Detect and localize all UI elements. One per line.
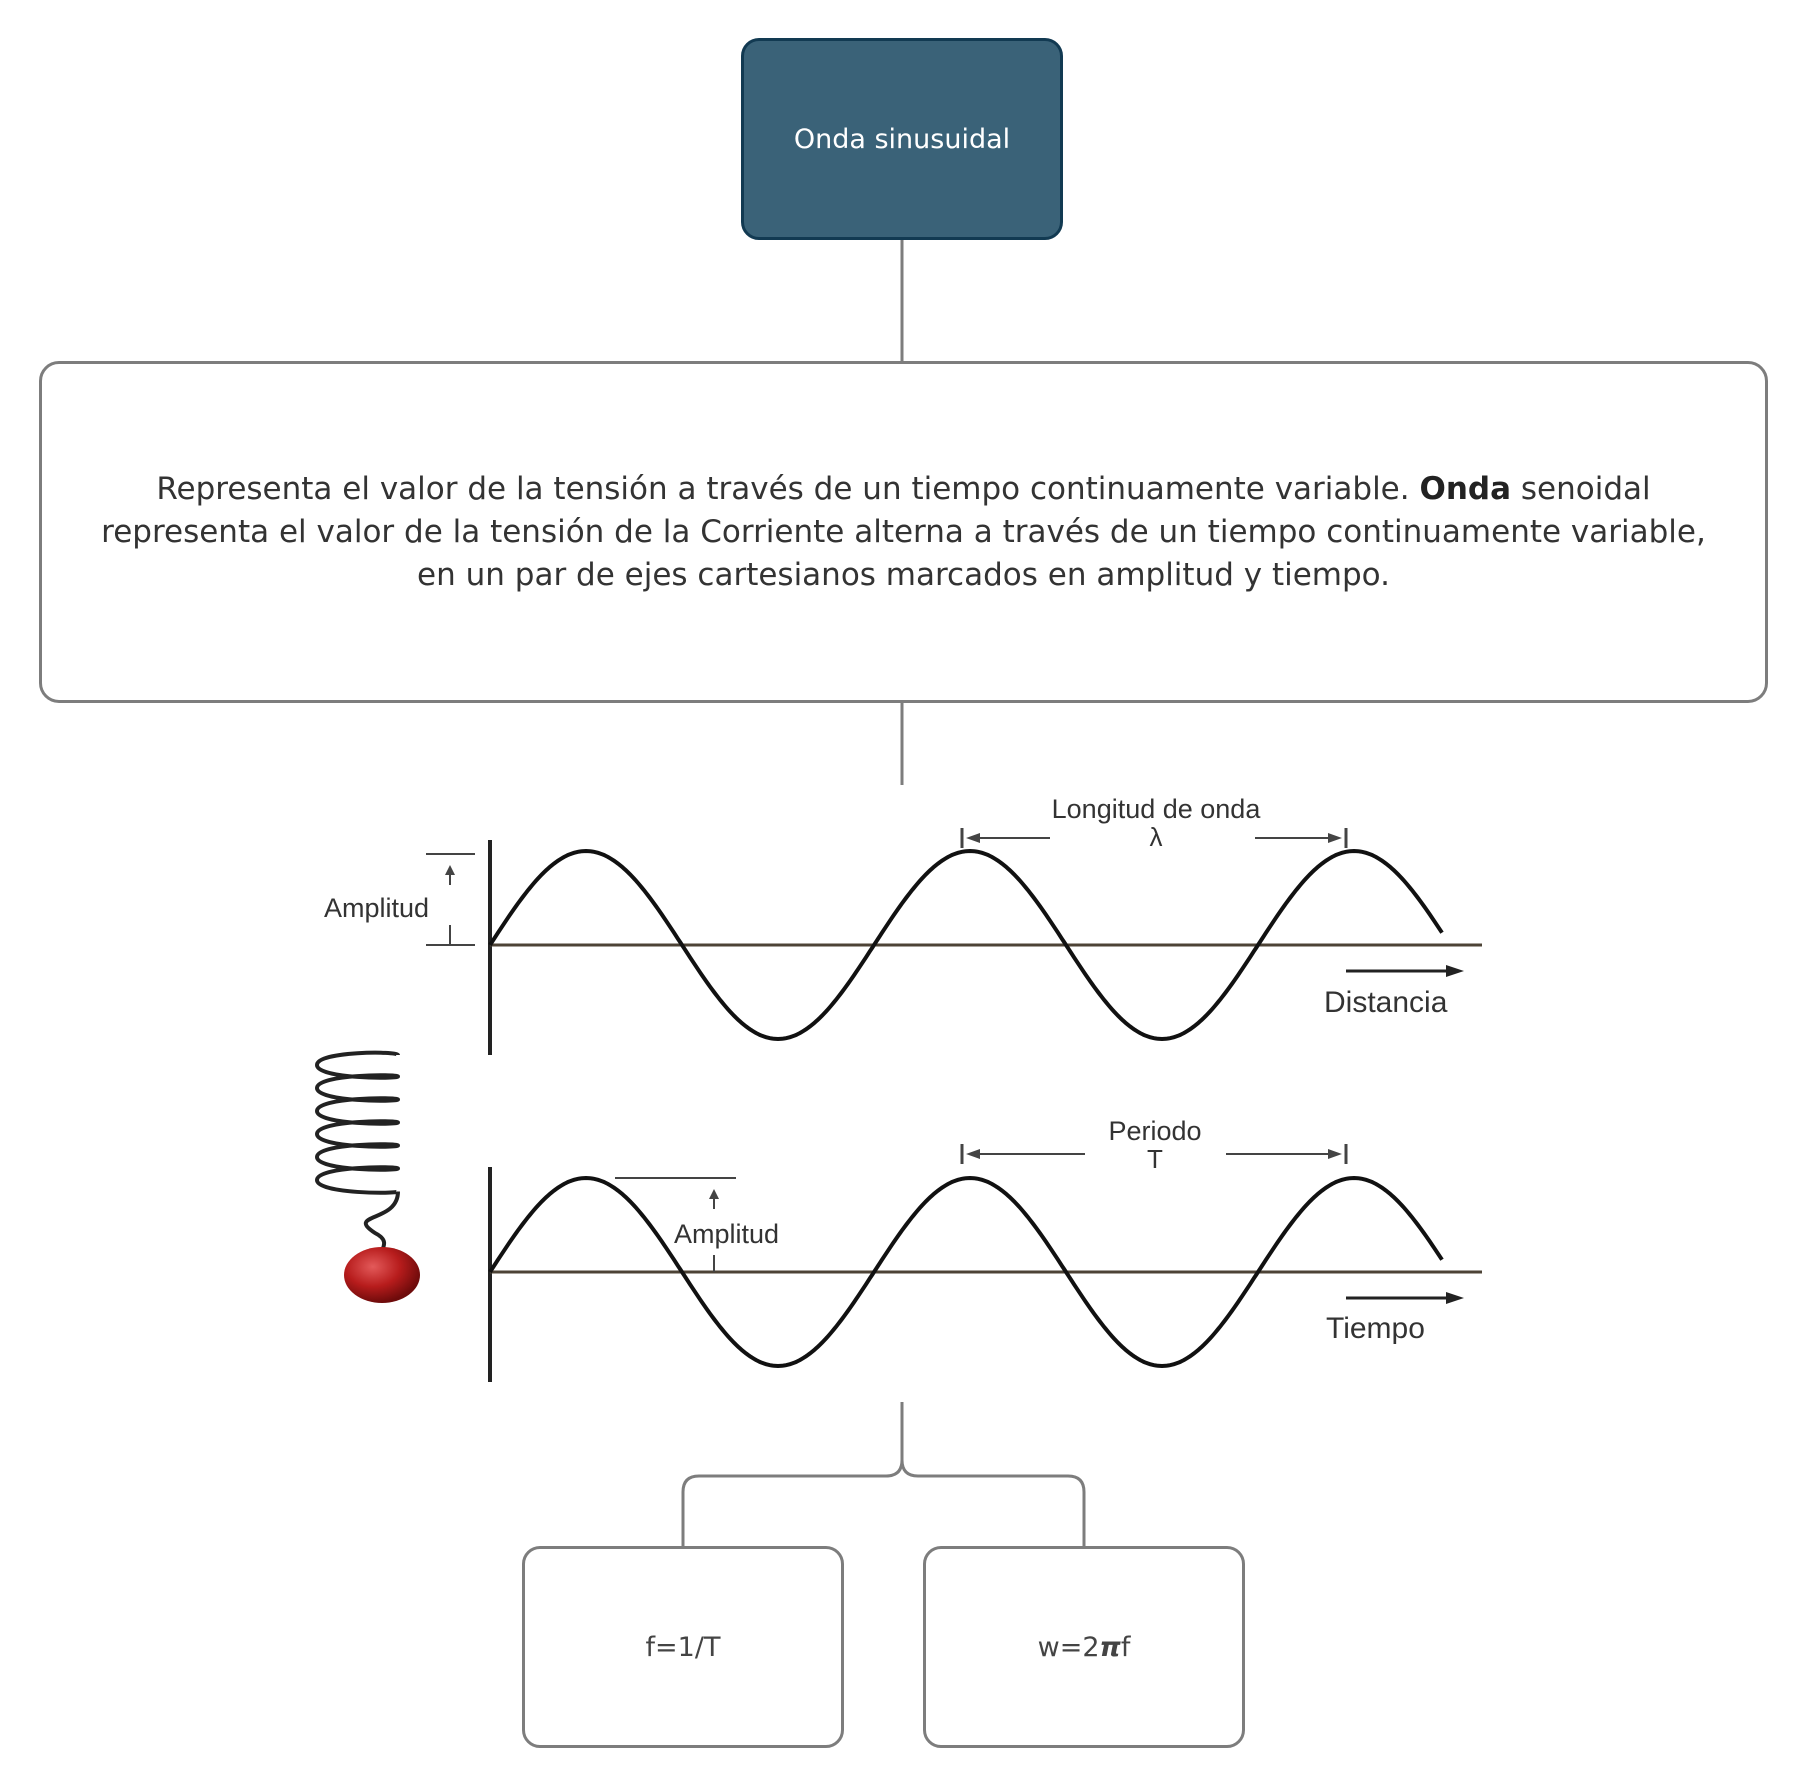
period-label: Periodo (1108, 1116, 1201, 1146)
description-node[interactable]: Representa el valor de la tensión a trav… (39, 361, 1768, 703)
pi-symbol: π (1099, 1631, 1121, 1663)
angular-formula-prefix: w=2 (1037, 1631, 1100, 1663)
root-node[interactable]: Onda sinusuidal (741, 38, 1063, 240)
connector-figure-to-leaves (681, 1402, 1086, 1546)
bottom-sine-wave (488, 1175, 1444, 1369)
frequency-formula-node[interactable]: f=1/T (522, 1546, 844, 1748)
angular-frequency-formula: w=2πf (1038, 1632, 1131, 1663)
distance-axis-label: Distancia (1324, 986, 1448, 1019)
time-axis-label: Tiempo (1326, 1312, 1425, 1345)
top-wave-panel: Amplitud Longitud de onda λ Distancia (324, 794, 1482, 1055)
wavelength-label: Longitud de onda (1052, 794, 1262, 824)
bottom-wave-panel: Amplitud Periodo T Tiempo (488, 1116, 1482, 1382)
description-bold-word: Onda (1419, 470, 1512, 507)
description-text-start: Representa el valor de la tensión a trav… (156, 470, 1420, 507)
top-amplitude-arrow-icon (445, 865, 455, 875)
period-symbol: T (1147, 1144, 1163, 1174)
time-arrow-icon (1446, 1292, 1464, 1304)
distance-arrow-icon (1446, 965, 1464, 977)
spring-coil (314, 1050, 401, 1263)
frequency-formula: f=1/T (645, 1631, 721, 1663)
description-text-end: senoidal representa el valor de la tensi… (101, 470, 1706, 593)
spring-ball-icon (314, 1050, 420, 1303)
wavelength-right-arrow-icon (1328, 833, 1342, 843)
wavelength-left-arrow-icon (966, 833, 980, 843)
red-ball (344, 1247, 420, 1303)
angular-frequency-formula-node[interactable]: w=2πf (923, 1546, 1245, 1748)
bottom-amplitude-arrow-icon (709, 1189, 719, 1199)
period-left-arrow-icon (966, 1149, 980, 1159)
top-sine-wave (488, 848, 1444, 1042)
bottom-amplitude-label: Amplitud (674, 1219, 779, 1249)
wavelength-symbol: λ (1150, 822, 1163, 852)
root-node-label: Onda sinusuidal (793, 123, 1011, 155)
top-amplitude-label: Amplitud (324, 893, 429, 923)
sine-wave-figure: Amplitud Longitud de onda λ Distancia (314, 794, 1482, 1382)
period-right-arrow-icon (1328, 1149, 1342, 1159)
angular-formula-suffix: f (1120, 1631, 1131, 1663)
description-text: Representa el valor de la tensión a trav… (86, 468, 1721, 597)
